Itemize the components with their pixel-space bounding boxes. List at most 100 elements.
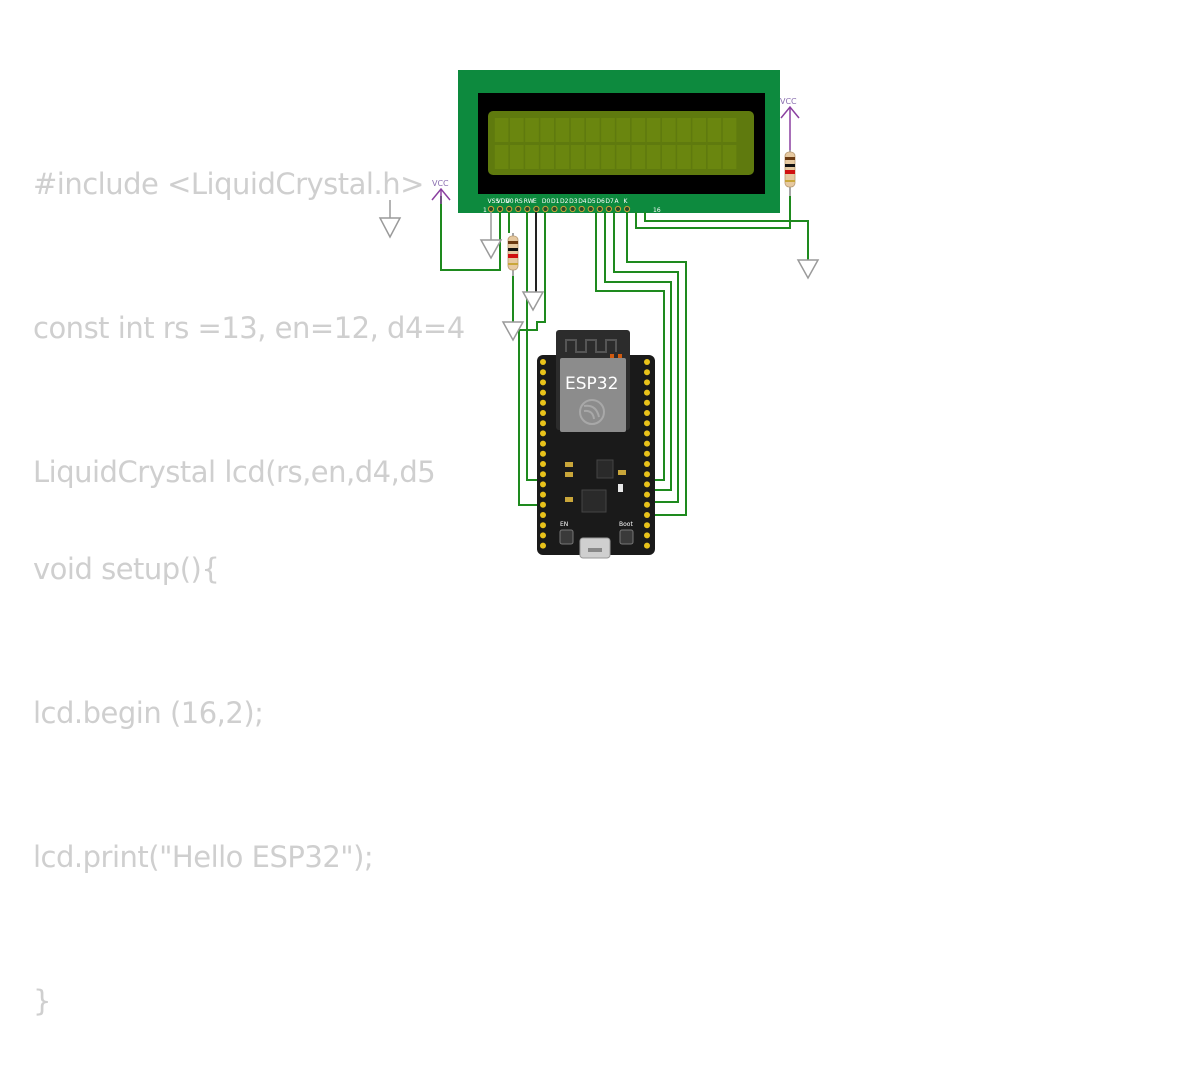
esp32-label: ESP32 [565,374,618,394]
esp32-pin[interactable] [644,512,650,518]
wire-e[interactable] [518,212,546,506]
esp32-pin[interactable] [540,369,546,376]
wires [440,196,809,516]
esp32-pin[interactable] [644,501,650,508]
esp32-pin[interactable] [644,359,650,365]
lcd-pin[interactable] [487,205,495,213]
esp32-pin[interactable] [540,450,546,457]
esp32-pin[interactable] [644,461,650,467]
lcd-pin[interactable] [605,205,613,213]
smd-component [565,472,573,477]
esp32-pin[interactable] [540,471,546,478]
lcd-pin-first: 1 [483,207,487,214]
esp32-pin[interactable] [540,399,546,406]
lcd-pin[interactable] [587,205,594,213]
vcc-symbol-left[interactable] [431,187,451,204]
lcd-pin[interactable] [515,205,522,213]
ground-symbol[interactable] [479,239,503,260]
esp32-pin[interactable] [540,359,546,365]
esp32-pin[interactable] [540,440,546,447]
lcd-pin[interactable] [560,205,567,213]
lcd-pin-last: 16 [653,207,661,214]
lcd-pin-label: D6 [596,198,605,205]
esp32-pin[interactable] [540,481,546,488]
esp32-pin[interactable] [644,430,650,437]
en-button[interactable] [559,529,574,545]
esp32-pin[interactable] [540,410,546,416]
lcd-pin-label: D4 [578,198,587,205]
esp32-pin[interactable] [644,471,650,478]
esp32-pin[interactable] [540,532,546,539]
vcc-symbol-right[interactable] [780,105,800,150]
esp32-pin[interactable] [540,491,546,498]
lcd-pin[interactable] [506,205,513,213]
wire-k-gnd[interactable] [644,212,809,260]
lcd-char-cell [570,145,585,169]
esp32-pin[interactable] [540,512,546,518]
esp32-pin[interactable] [644,450,650,457]
lcd-pin[interactable] [551,205,558,213]
lcd-char-cell [662,118,676,142]
lcd-pin[interactable] [578,205,585,213]
wire-a-resistor[interactable] [635,196,791,229]
lcd-char-cell [692,118,706,142]
wire-d5[interactable] [604,212,672,491]
boot-button[interactable] [619,529,634,545]
lcd-pin[interactable] [533,205,540,213]
lcd-pin[interactable] [542,205,549,213]
esp32-pin[interactable] [644,491,650,498]
lcd-pin-label: VDD [497,198,511,205]
esp32-pin[interactable] [644,532,650,539]
esp32-pin[interactable] [644,440,650,447]
lcd-pin[interactable] [569,205,576,213]
esp32-pin[interactable] [644,542,650,549]
esp32-pin[interactable] [540,389,546,396]
esp32-pin[interactable] [644,410,650,416]
vcc-symbols [431,105,800,204]
ground-symbol[interactable] [796,259,820,280]
esp32-pin[interactable] [540,420,546,427]
resistor-backlight[interactable] [784,150,796,196]
lcd-pin[interactable] [596,205,603,213]
wire-d7[interactable] [626,212,687,516]
esp32-pin[interactable] [644,389,650,396]
esp32-board[interactable]: ESP32 EN Boot [537,330,655,559]
esp32-pin[interactable] [540,461,546,467]
esp32-pin[interactable] [540,430,546,437]
lcd-pin[interactable] [496,205,504,213]
lcd-char-cell [677,118,691,142]
esp32-pin[interactable] [644,379,650,386]
esp32-pin[interactable] [644,420,650,427]
lcd-character-grid [494,118,737,169]
lcd-pin[interactable] [524,205,531,213]
lcd-char-cell [555,145,570,169]
lcd-pin-label: D0 [542,198,551,205]
lcd-char-cell [555,118,570,142]
esp32-pin[interactable] [644,481,650,488]
lcd-pin[interactable] [623,205,631,213]
lcd-pin[interactable] [614,205,622,213]
lcd-char-cell [646,145,661,169]
esp32-pin[interactable] [540,501,546,508]
lcd-pin-label: RS [515,198,523,205]
esp32-pin[interactable] [540,542,546,549]
lcd-pin-label: V0 [506,198,514,205]
resistor-contrast[interactable] [507,233,519,276]
esp32-pin[interactable] [644,399,650,406]
wire-d4[interactable] [595,212,665,481]
esp32-pin[interactable] [644,522,650,529]
code-line: LiquidCrystal lcd(rs,en,d4,d5 [33,455,436,489]
usb-port-opening [588,548,602,552]
esp32-pin[interactable] [644,369,650,376]
ground-symbol[interactable] [378,200,402,239]
esp32-pin[interactable] [540,522,546,529]
ground-symbol[interactable] [521,291,545,312]
smd-component [618,470,626,475]
esp32-pin[interactable] [540,379,546,386]
wire-d6[interactable] [613,212,679,503]
ground-symbol[interactable] [501,321,525,342]
lcd-char-cell [646,118,661,142]
code-line: lcd.begin (16,2); [33,696,264,730]
